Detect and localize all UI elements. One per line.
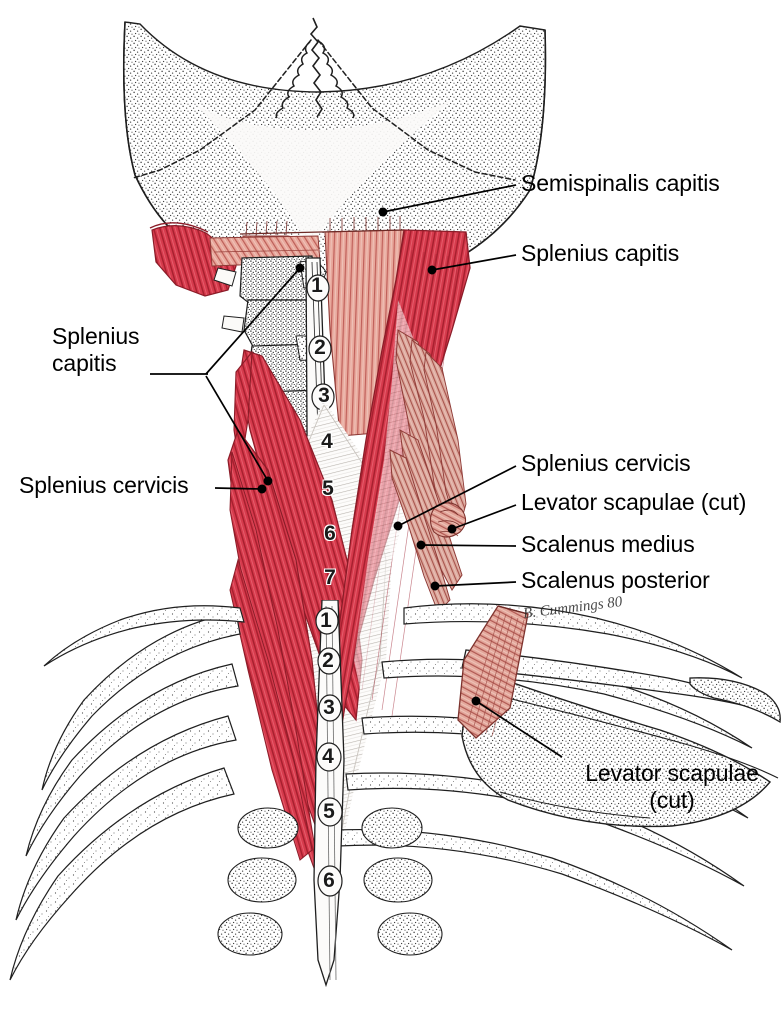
label-splenius-capitis-right: Splenius capitis: [521, 240, 680, 266]
vertebra-number: 2: [322, 649, 334, 672]
vertebra-number: 4: [322, 745, 334, 768]
vertebra-number: 1: [311, 274, 323, 297]
left-deep-back-muscle-mass: [227, 428, 329, 891]
vertebra-number: 6: [323, 869, 335, 892]
label-splenius-capitis-left: Splenius capitis: [52, 323, 140, 376]
label-splenius-cervicis-left: Splenius cervicis: [19, 472, 189, 498]
vertebra-number: 2: [314, 336, 326, 359]
label-scalenus-medius: Scalenus medius: [521, 531, 695, 557]
label-splenius-capitis-left-line2: capitis: [52, 349, 117, 376]
label-levator-scapulae-cut-bottom-line1: Levator scapulae: [585, 760, 759, 786]
leader-lines: [150, 184, 563, 758]
label-scalenus-posterior: Scalenus posterior: [521, 567, 710, 593]
vertebra-number: 3: [318, 384, 330, 407]
rib-cage: [9, 600, 753, 988]
vertebra-number: 5: [323, 800, 335, 823]
scapula: [461, 649, 781, 828]
vertebra-number: 7: [324, 566, 336, 589]
label-semispinalis-capitis: Semispinalis capitis: [521, 170, 720, 196]
label-splenius-cervicis-right: Splenius cervicis: [521, 450, 691, 476]
vertebra-number: 1: [320, 609, 332, 632]
vertebra-number: 3: [323, 696, 335, 719]
label-levator-scapulae-cut-bottom: Levator scapulae (cut): [567, 760, 777, 813]
label-levator-scapulae-cut-bottom-line2: (cut): [649, 786, 695, 813]
label-levator-scapulae-cut-right: Levator scapulae (cut): [521, 489, 747, 515]
vertebra-number: 4: [321, 430, 333, 453]
vertebra-number: 5: [322, 477, 334, 500]
vertebra-number: 6: [324, 522, 336, 545]
label-splenius-capitis-left-line1: Splenius: [52, 323, 140, 349]
